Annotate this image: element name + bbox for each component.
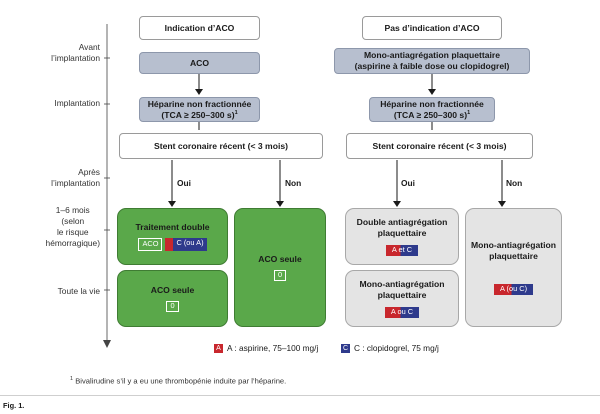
left-aco-box: ACO xyxy=(139,52,260,74)
right-mono-vie-line2: plaquettaire xyxy=(377,290,427,301)
time-label-vie: Toute la vie xyxy=(57,286,100,296)
left-traitement-double-label: Traitement double xyxy=(135,221,210,232)
right-mono-vie-line1: Mono-antiagrégation xyxy=(359,279,445,290)
legend-a-text: A : aspirine, 75–100 mg/j xyxy=(227,343,319,353)
left-heparine-line2-wrap: (TCA ≥ 250–300 s)1 xyxy=(161,110,237,121)
right-heparine-line1: Héparine non fractionnée xyxy=(380,98,484,109)
figure-label: Fig. 1. xyxy=(3,401,25,410)
left-aco-seule-vie-label: ACO seule xyxy=(150,285,195,296)
tag-a-ou-c: A ou C xyxy=(384,306,420,318)
right-double-box: Double antiagrégation plaquettaire A et … xyxy=(345,208,459,265)
right-heparine-line2-wrap: (TCA ≥ 250–300 s)1 xyxy=(394,110,470,121)
left-arrowheads xyxy=(168,89,284,207)
right-arrowheads xyxy=(393,89,506,207)
left-traitement-double-tags: ACO C (ou A) xyxy=(138,238,207,252)
left-aco-seule-non-zero: 0 xyxy=(273,269,287,281)
legend-aspirine: A A : aspirine, 75–100 mg/j xyxy=(214,343,318,353)
tag-a-et-c: A et C xyxy=(385,244,419,256)
left-oui-label: Oui xyxy=(177,178,191,188)
right-mono-box: Mono-antiagrégation plaquettaire (aspiri… xyxy=(334,48,530,74)
footnote-text: Bivalirudine s’il y a eu une thrombopéni… xyxy=(75,376,287,386)
right-stent-box: Stent coronaire récent (< 3 mois) xyxy=(346,133,533,159)
footnote: 1 Bivalirudine s’il y a eu une thrombopé… xyxy=(70,376,286,386)
legend-c-text: C : clopidogrel, 75 mg/j xyxy=(354,343,439,353)
right-double-line1: Double antiagrégation xyxy=(356,217,448,228)
left-heparine-sup: 1 xyxy=(234,109,238,116)
left-aco-seule-non-label: ACO seule xyxy=(258,254,302,265)
tag-c-ou-a: C (ou A) xyxy=(165,238,207,252)
right-header-box: Pas d’indication d’ACO xyxy=(362,16,502,40)
right-mono-line1: Mono-antiagrégation plaquettaire xyxy=(363,50,501,61)
time-label-mois: 1–6 mois (selon le risque hémorragique) xyxy=(45,205,100,248)
right-mono-non-line2: plaquettaire xyxy=(489,251,538,262)
right-arrows xyxy=(396,74,503,202)
legend-c-key: C xyxy=(341,343,350,353)
timeline-axis-arrowhead xyxy=(103,340,111,348)
time-label-implantation: Implantation xyxy=(54,98,100,108)
timeline-ticks xyxy=(104,57,110,291)
left-stent-label: Stent coronaire récent (< 3 mois) xyxy=(154,140,288,151)
left-heparine-line1: Héparine non fractionnée xyxy=(147,98,252,109)
left-stent-box: Stent coronaire récent (< 3 mois) xyxy=(119,133,323,159)
right-double-line2: plaquettaire xyxy=(377,228,427,239)
right-heparine-box: Héparine non fractionnée (TCA ≥ 250–300 … xyxy=(369,97,495,122)
left-arrows xyxy=(171,74,281,202)
tag-a-ou-c-paren: A (ou C) xyxy=(493,283,534,295)
right-stent-label: Stent coronaire récent (< 3 mois) xyxy=(372,140,507,151)
right-header-label: Pas d’indication d’ACO xyxy=(384,22,480,33)
left-header-box: Indication d’ACO xyxy=(139,16,260,40)
left-heparine-box: Héparine non fractionnée (TCA ≥ 250–300 … xyxy=(139,97,260,122)
time-label-avant: Avant l’implantation xyxy=(51,42,100,63)
time-label-apres: Après l’implantation xyxy=(51,167,100,188)
left-aco-seule-vie-box: ACO seule 0 xyxy=(117,270,228,327)
left-aco-seule-vie-zero: 0 xyxy=(166,300,179,312)
divider xyxy=(0,395,600,396)
right-heparine-line2: (TCA ≥ 250–300 s) xyxy=(393,109,468,120)
right-mono-vie-box: Mono-antiagrégation plaquettaire A ou C xyxy=(345,270,459,327)
right-mono-vie-tags: A ou C xyxy=(384,306,420,318)
right-non-label: Non xyxy=(506,178,523,188)
right-mono-non-line1: Mono-antiagrégation xyxy=(471,240,556,251)
left-aco-seule-non-box: ACO seule 0 xyxy=(234,208,326,327)
tag-aco: ACO xyxy=(138,238,163,252)
legend-a-key: A xyxy=(214,343,223,353)
right-mono-non-tags: A (ou C) xyxy=(493,283,534,295)
left-header-label: Indication d’ACO xyxy=(164,22,235,33)
left-aco-label: ACO xyxy=(189,57,210,68)
right-double-tags: A et C xyxy=(385,244,419,256)
left-non-label: Non xyxy=(285,178,302,188)
left-heparine-line2: (TCA ≥ 250–300 s) xyxy=(161,109,235,120)
right-heparine-sup: 1 xyxy=(467,109,471,116)
footnote-sup: 1 xyxy=(70,376,74,382)
right-oui-label: Oui xyxy=(401,178,415,188)
legend-clopidogrel: C C : clopidogrel, 75 mg/j xyxy=(341,343,439,353)
right-mono-line2: (aspirine à faible dose ou clopidogrel) xyxy=(354,61,510,71)
right-mono-non-box: Mono-antiagrégation plaquettaire A (ou C… xyxy=(465,208,562,327)
left-traitement-double-box: Traitement double ACO C (ou A) xyxy=(117,208,228,265)
